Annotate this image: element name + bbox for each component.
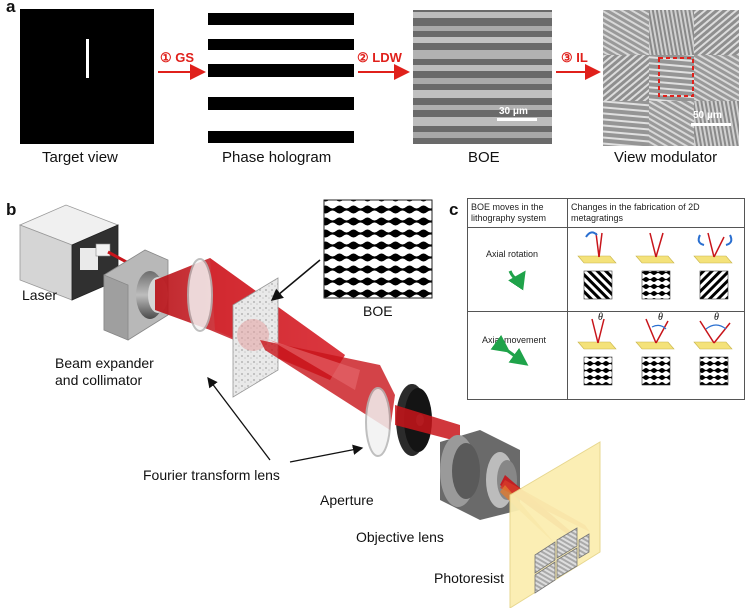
view-modulator-image: 50 μm xyxy=(603,10,739,146)
panel-a-letter: a xyxy=(6,0,16,16)
beam-expander-label-2: and collimator xyxy=(55,372,143,388)
modulator-scale-bar xyxy=(691,123,731,126)
target-line xyxy=(86,39,89,78)
photoresist-plate xyxy=(509,441,601,608)
axial-rotation-label: Axial rotation xyxy=(486,249,539,259)
objective-lens-device xyxy=(440,430,520,520)
boe-pointer-arrow xyxy=(270,259,321,301)
panel-b-letter: b xyxy=(6,200,17,219)
aperture-label: Aperture xyxy=(320,492,374,508)
step-arrows xyxy=(158,64,601,80)
table-row-divider xyxy=(468,311,744,312)
laser-label: Laser xyxy=(22,287,58,303)
row2-sample-3 xyxy=(693,320,733,386)
view-modulator-caption: View modulator xyxy=(614,149,718,166)
beam-expander-label-1: Beam expander xyxy=(55,355,154,371)
hologram-stripes xyxy=(208,13,354,143)
fourier-pointer-arrow-1 xyxy=(207,376,271,461)
boe-caption: BOE xyxy=(468,149,500,166)
theta-3: θ xyxy=(714,312,719,323)
target-view-caption: Target view xyxy=(42,149,118,166)
phase-hologram-image xyxy=(208,13,354,143)
modulator-scale-label: 50 μm xyxy=(693,110,722,121)
theta-2: θ xyxy=(658,312,663,323)
optical-setup-diagram xyxy=(18,199,601,608)
boe-scale-bar xyxy=(497,118,537,121)
fourier-lens-label: Fourier transform lens xyxy=(143,467,280,483)
boe-inset-image xyxy=(323,199,433,299)
modulator-texture xyxy=(603,10,739,146)
panel-c-letter: c xyxy=(449,200,459,219)
phase-hologram-caption: Phase hologram xyxy=(222,149,332,166)
boe-inset-label: BOE xyxy=(363,303,393,319)
boe-scale-label: 30 μm xyxy=(499,106,528,117)
table-col-divider xyxy=(567,199,568,399)
table-header-divider xyxy=(468,227,744,228)
row2-sample-2 xyxy=(635,318,675,386)
row1-sample-3 xyxy=(693,232,733,300)
photoresist-label: Photoresist xyxy=(434,570,505,586)
row2-sample-1 xyxy=(577,318,617,386)
fourier-lens-2 xyxy=(365,387,391,457)
laser-device xyxy=(18,204,120,301)
panel-c-graphics xyxy=(490,231,733,386)
movement-icon xyxy=(490,334,529,366)
fourier-pointer-arrow-2 xyxy=(289,444,364,463)
step-il-label: ③ IL xyxy=(561,50,588,65)
step-ldw-label: ② LDW xyxy=(357,50,402,65)
row1-sample-1 xyxy=(577,231,617,300)
target-view-image xyxy=(20,9,154,144)
rotation-icon xyxy=(508,270,526,291)
boe-sem-stripes xyxy=(413,12,552,138)
objective-lens-label: Objective lens xyxy=(356,529,444,545)
beam-to-lens-2 xyxy=(260,340,395,430)
fourier-lens-1 xyxy=(187,258,213,332)
boe-sem-image: 30 μm xyxy=(413,10,552,144)
step-gs-label: ① GS xyxy=(160,50,195,65)
theta-1: θ xyxy=(598,312,603,323)
row1-sample-2 xyxy=(635,232,675,300)
